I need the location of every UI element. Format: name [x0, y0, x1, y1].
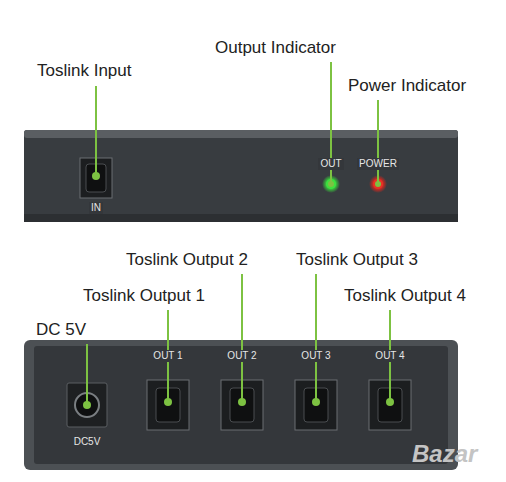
watermark: Bazar — [412, 440, 477, 468]
port-label: OUT — [318, 158, 343, 170]
callout-label: Power Indicator — [348, 76, 466, 96]
callout-label: Toslink Output 1 — [83, 286, 205, 306]
callout-label: DC 5V — [36, 320, 86, 340]
front-panel: IN OUT POWER — [24, 130, 458, 222]
callout-label: Output Indicator — [215, 38, 336, 58]
callout-label: Toslink Output 4 — [344, 286, 466, 306]
port-label: OUT 1 — [151, 350, 184, 362]
port-label: OUT 4 — [373, 350, 406, 362]
port-label: OUT 2 — [225, 350, 258, 362]
callout-label: Toslink Output 2 — [126, 250, 248, 270]
leader-lines — [87, 62, 390, 405]
callout-label: Toslink Output 3 — [296, 250, 418, 270]
back-panel: DC5V OUT 1 OUT 2 OUT 3 OUT 4 — [24, 340, 458, 470]
port-label: OUT 3 — [299, 350, 332, 362]
port-label: IN — [89, 202, 103, 214]
port-label: DC5V — [72, 436, 103, 448]
port-label: POWER — [357, 158, 399, 170]
callout-label: Toslink Input — [37, 61, 132, 81]
